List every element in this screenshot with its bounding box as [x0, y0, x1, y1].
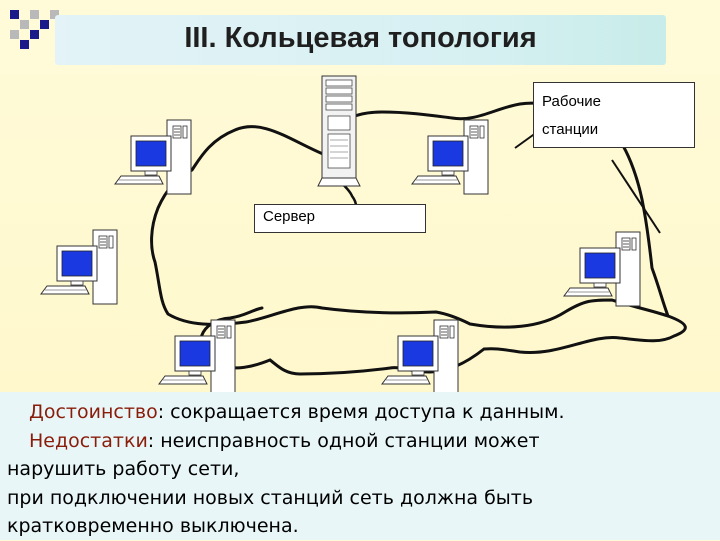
- workstations-label: Рабочие станции: [533, 82, 695, 148]
- corner-square: [30, 30, 39, 39]
- desktop-computer-icon: [40, 229, 118, 305]
- drawbacks-term: Недостатки: [29, 429, 148, 452]
- corner-square: [10, 10, 19, 19]
- desktop-computer-icon: [114, 119, 192, 195]
- advantage-term: Достоинство: [29, 401, 158, 423]
- title-bar: [55, 15, 666, 65]
- server-tower-icon: [317, 75, 361, 187]
- advantage-line: Достоинство: сокращается время доступа к…: [7, 398, 717, 427]
- description-text: Достоинство: сокращается время доступа к…: [7, 398, 717, 541]
- desktop-computer-icon: [158, 319, 236, 392]
- text-line-4: при подключении новых станций сеть должн…: [7, 486, 534, 509]
- advantage-text: : сокращается время доступа к данным.: [157, 401, 565, 423]
- text-panel: [0, 392, 720, 540]
- corner-decoration: [6, 6, 60, 49]
- text-line-3: нарушить работу сети,: [7, 458, 240, 480]
- server-label: Сервер: [254, 204, 426, 233]
- corner-square: [20, 20, 29, 29]
- workstations-label-line1: Рабочие: [542, 93, 601, 110]
- corner-square: [20, 40, 29, 49]
- desktop-computer-icon: [563, 231, 641, 307]
- desktop-computer-icon: [411, 119, 489, 195]
- corner-square: [30, 10, 39, 19]
- workstations-label-line2: станции: [542, 121, 599, 138]
- corner-square: [40, 20, 49, 29]
- slide-title: III. Кольцевая топология: [184, 22, 537, 54]
- corner-square: [50, 10, 59, 19]
- label-pointer-line: [611, 159, 661, 234]
- drawbacks-text: : неисправность одной станции может: [147, 429, 540, 452]
- ring-topology-diagram: [40, 75, 687, 392]
- desktop-computer-icon: [381, 319, 459, 392]
- corner-square: [10, 30, 19, 39]
- drawbacks-line: Недостатки: неисправность одной станции …: [7, 427, 717, 456]
- text-line-5: кратковременно выключена.: [7, 515, 299, 537]
